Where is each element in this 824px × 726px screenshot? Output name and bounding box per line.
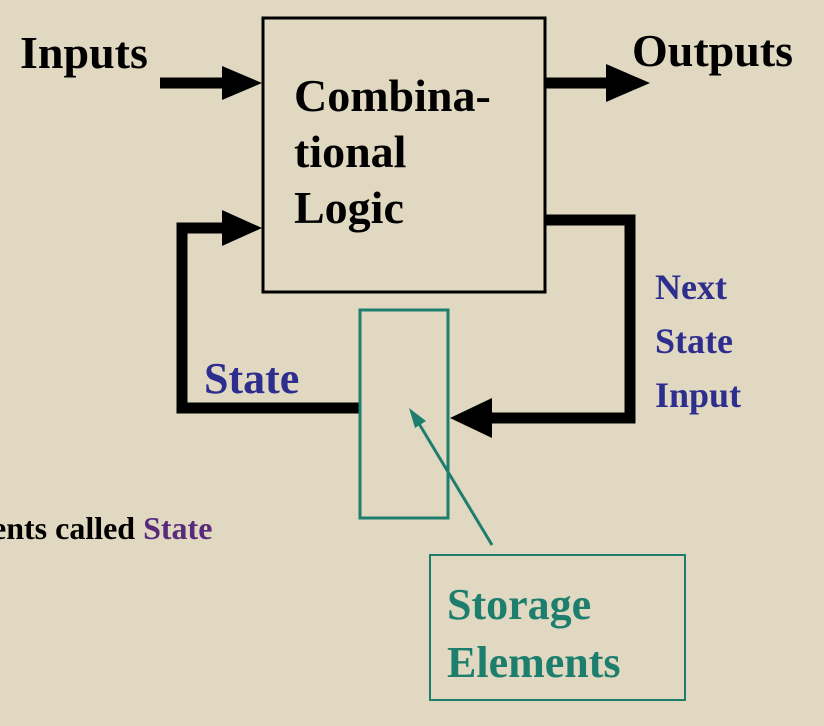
- next-state-path: [450, 214, 636, 438]
- logic-line: tional: [294, 126, 407, 177]
- combinational-logic-box: [261, 16, 547, 294]
- storage-label-box: [429, 554, 686, 701]
- storage-element-box: [358, 308, 450, 520]
- outputs-arrow: [545, 64, 650, 102]
- storage-pointer-arrow: [409, 408, 494, 546]
- next-state-line: Next: [655, 267, 727, 307]
- next-state-line: State: [655, 321, 733, 361]
- state-label: State: [204, 354, 300, 403]
- combinational-logic-label: Combina- tional Logic: [294, 68, 491, 236]
- state-feedback-path: [176, 210, 360, 414]
- storage-line: Storage: [447, 580, 592, 629]
- caption-prefix: ents called: [0, 510, 144, 546]
- storage-elements-label: Storage Elements: [447, 576, 621, 692]
- next-state-line: Input: [655, 375, 742, 415]
- next-state-input-label: Next State Input: [655, 260, 741, 422]
- inputs-label: Inputs: [20, 27, 148, 78]
- inputs-arrow: [160, 66, 262, 100]
- caption-accent: State: [143, 510, 213, 546]
- storage-line: Elements: [447, 638, 621, 687]
- caption-text: ents called State: [0, 512, 212, 544]
- logic-line: Combina-: [294, 70, 491, 121]
- logic-line: Logic: [294, 182, 404, 233]
- outputs-label: Outputs: [632, 25, 794, 76]
